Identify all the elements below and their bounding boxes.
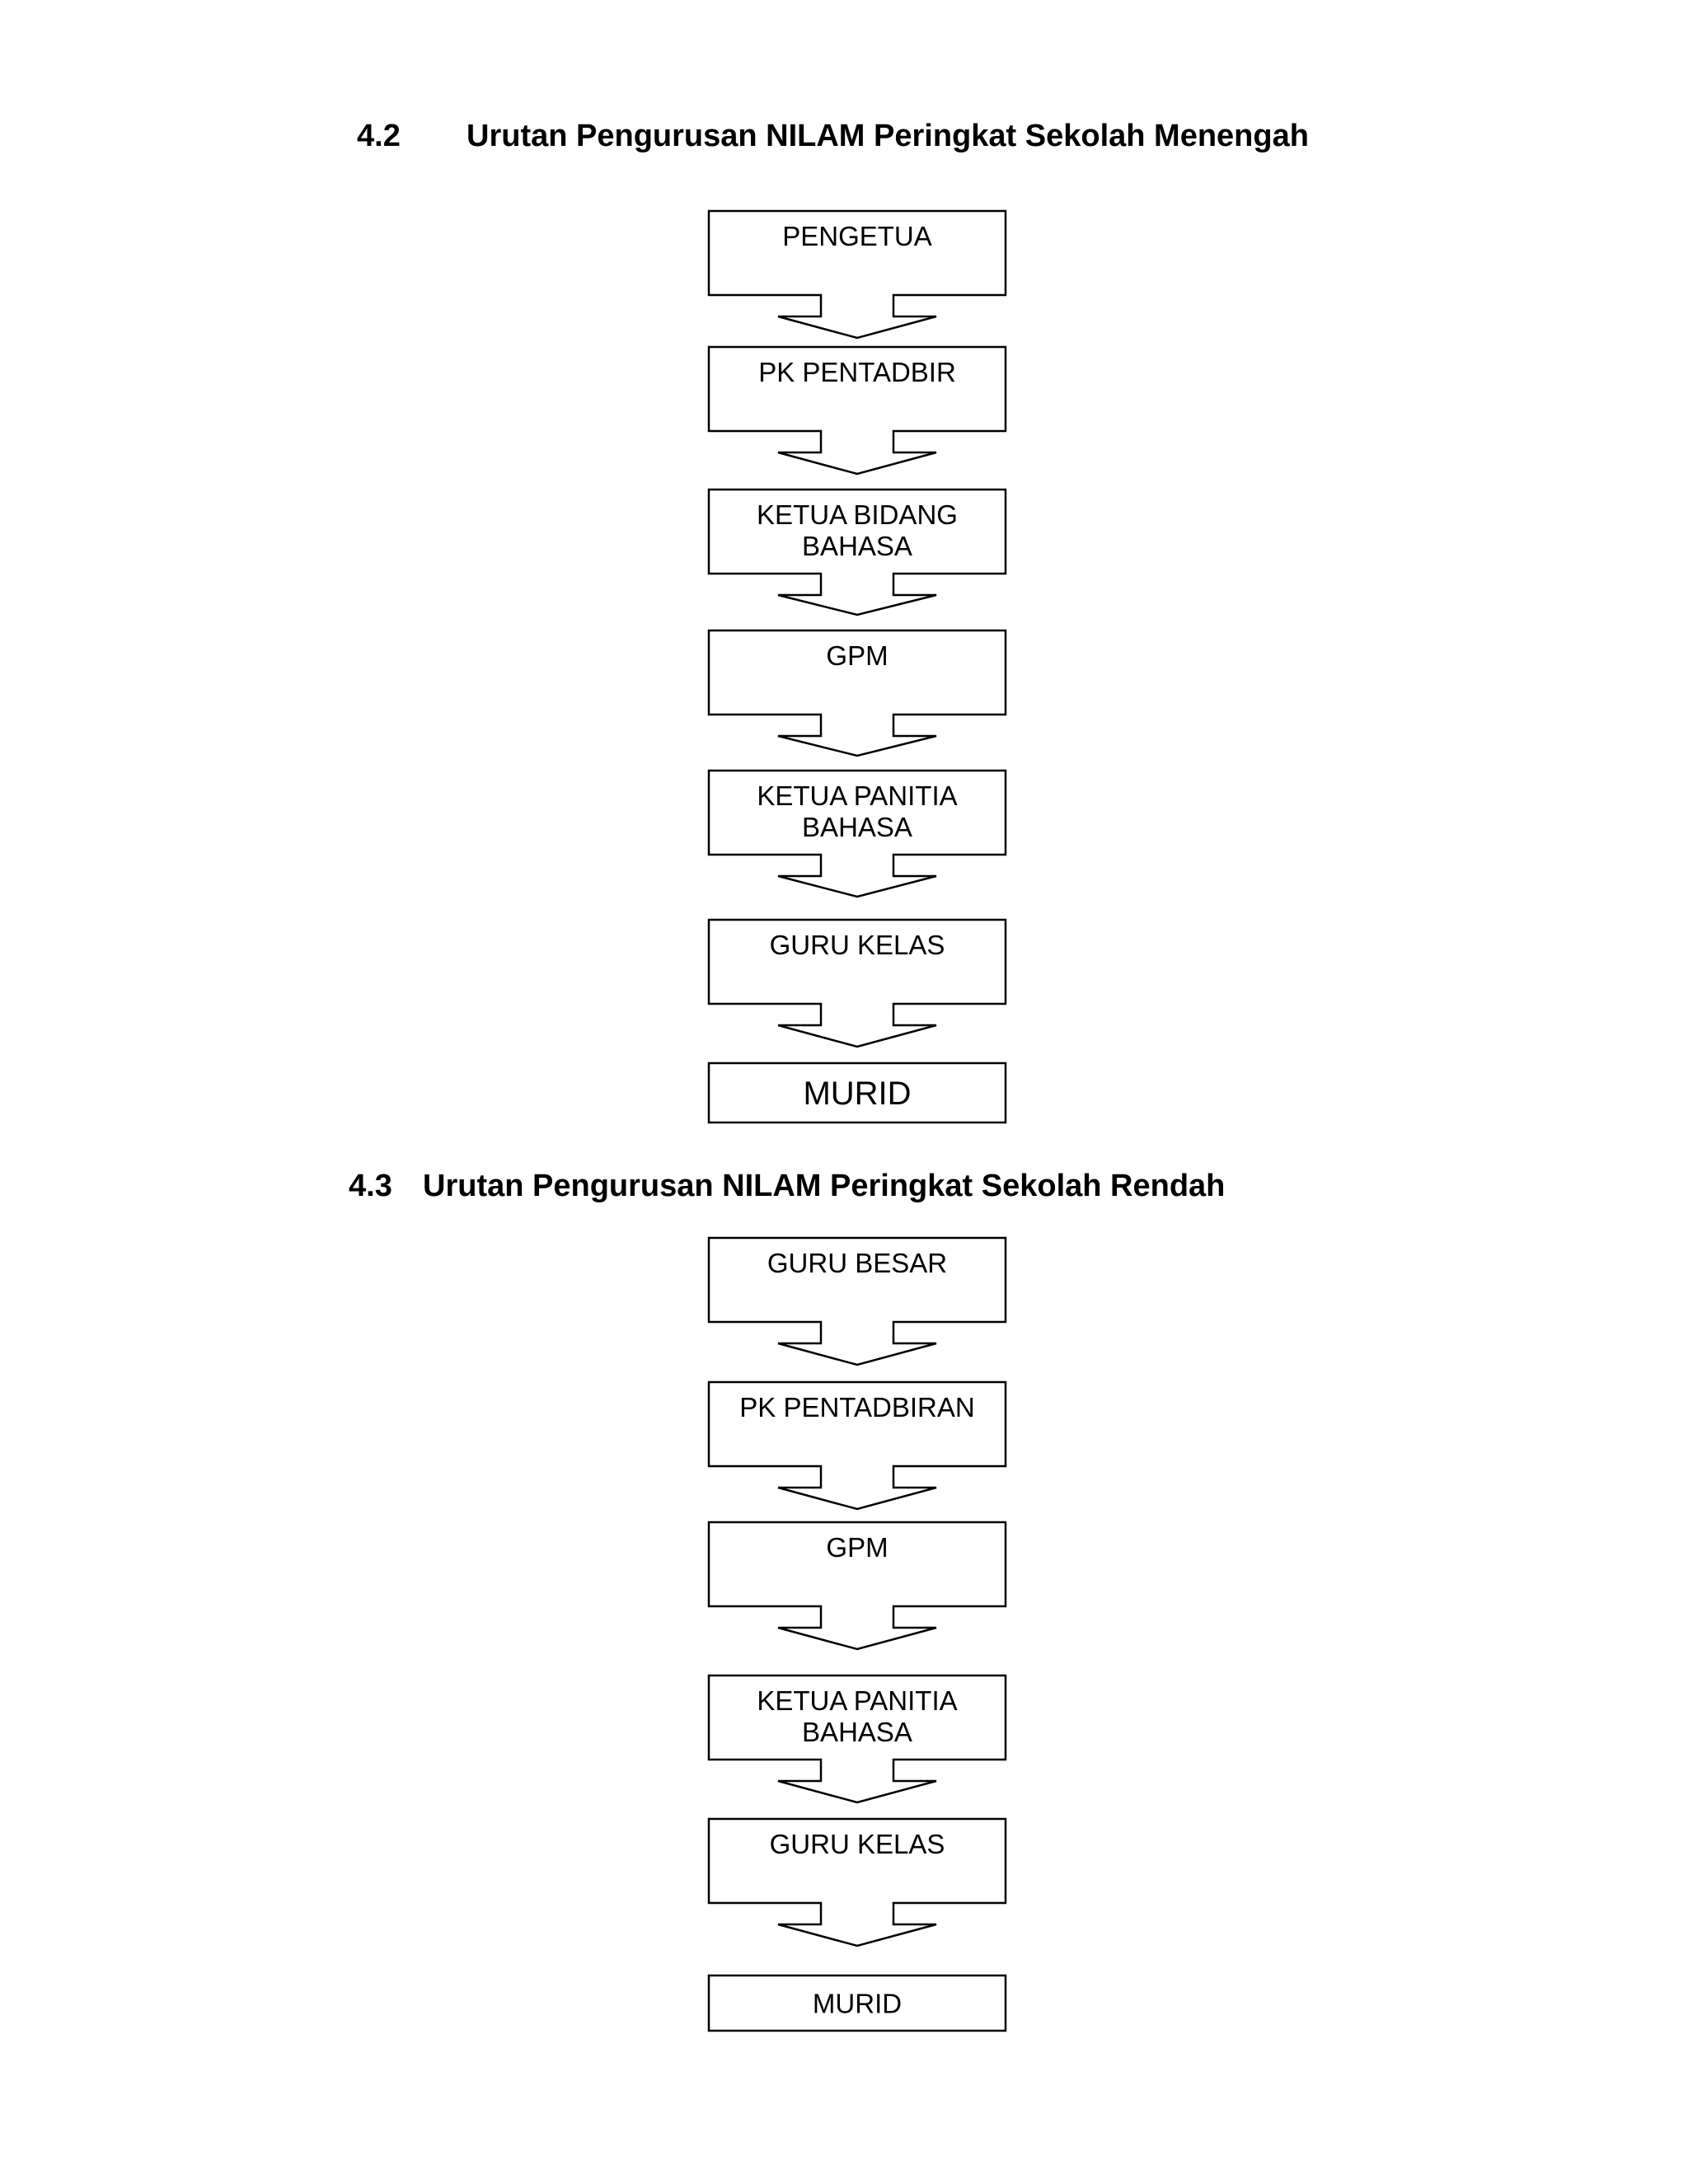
flow-step: PK PENTADBIR <box>707 345 1007 476</box>
flow-step-arrow-box <box>707 1674 1007 1804</box>
flow-step-label: GURU BESAR <box>767 1248 947 1278</box>
flow-step-label: GURU KELAS <box>770 1829 945 1859</box>
flow-step-label: BAHASA <box>802 1717 912 1747</box>
flow-step: GURU KELAS <box>707 1817 1007 1947</box>
flow-step: GPM <box>707 1521 1007 1651</box>
flow-step: MURID <box>707 1974 1007 2032</box>
flow-step: GPM <box>707 629 1007 757</box>
flow-step-arrow-box <box>707 1236 1007 1366</box>
section-title: Urutan Pengurusan NILAM Peringkat Sekola… <box>467 119 1309 153</box>
flowchart-section-4-3: GURU BESAR PK PENTADBIRAN GPM KETUA PANITIA… <box>707 1236 1007 2032</box>
flow-step-arrow-box <box>707 1817 1007 1947</box>
flow-step-arrow-box <box>707 769 1007 898</box>
flow-step-label: PK PENTADBIRAN <box>739 1392 974 1422</box>
flow-step-arrow-box <box>707 629 1007 757</box>
flow-step: PK PENTADBIRAN <box>707 1380 1007 1511</box>
flow-step-label: BAHASA <box>802 531 912 561</box>
flow-step-label: PENGETUA <box>782 221 932 251</box>
flow-step-arrow-box <box>707 1380 1007 1511</box>
section-number: 4.3 <box>349 1169 392 1203</box>
flow-step-arrow-box <box>707 209 1007 340</box>
section-heading-primary: 4.3 Urutan Pengurusan NILAM Peringkat Sek… <box>349 1170 1225 1202</box>
flow-step-arrow-box <box>707 1521 1007 1651</box>
flow-step-label: MURID <box>803 1076 911 1112</box>
section-number: 4.2 <box>357 119 401 153</box>
flow-step-label: PK PENTADBIR <box>758 357 956 387</box>
flow-step-label: MURID <box>813 1989 902 2019</box>
flow-step-label: KETUA BIDANG <box>757 499 958 530</box>
flow-step: MURID <box>707 1062 1007 1124</box>
section-heading-secondary: 4.2 Urutan Pengurusan NILAM Peringkat Sek… <box>357 120 1309 152</box>
flow-step-label: BAHASA <box>802 812 912 842</box>
flow-step-arrow-box <box>707 918 1007 1048</box>
flow-step: GURU BESAR <box>707 1236 1007 1366</box>
flow-step: PENGETUA <box>707 209 1007 340</box>
flow-step: GURU KELAS <box>707 918 1007 1048</box>
flow-step-label: KETUA PANITIA <box>757 1685 957 1716</box>
section-title: Urutan Pengurusan NILAM Peringkat Sekola… <box>423 1169 1226 1203</box>
flow-step-arrow-box <box>707 345 1007 476</box>
flow-step-box <box>707 1062 1007 1124</box>
flow-step-label: GPM <box>826 1532 888 1563</box>
flow-step-box <box>707 1974 1007 2032</box>
flow-step-label: GPM <box>826 640 888 671</box>
flow-step-arrow-box <box>707 488 1007 616</box>
flow-step-label: GURU KELAS <box>770 930 945 960</box>
flow-step-label: KETUA PANITIA <box>757 780 957 811</box>
